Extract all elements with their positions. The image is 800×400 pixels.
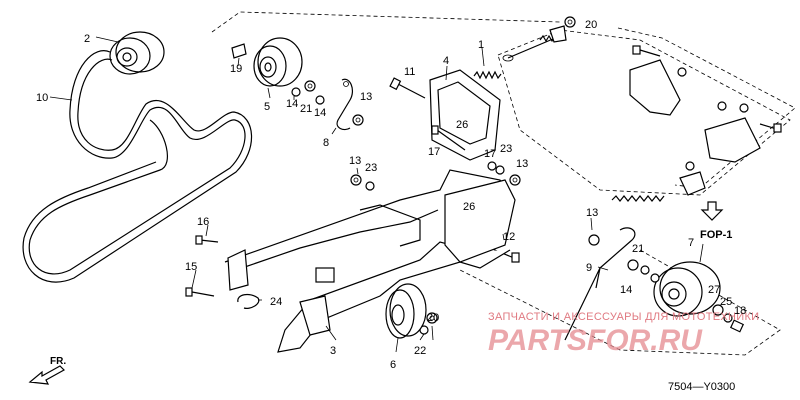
callout-9: 9 (586, 262, 592, 274)
drive-pulley (653, 261, 721, 317)
callout-23b: 23 (500, 143, 512, 155)
front-arrow (28, 365, 65, 385)
callout-21b: 21 (632, 243, 644, 255)
fop-bracket-1 (629, 59, 681, 116)
callout-12: 12 (503, 231, 515, 243)
callout-1: 1 (478, 39, 484, 51)
callout-10: 10 (36, 92, 48, 104)
callout-20b: 20 (427, 312, 439, 324)
callout-26a: 26 (456, 119, 468, 131)
callout-14b: 14 (314, 107, 326, 119)
callout-17b: 17 (484, 148, 496, 160)
callout-14a: 14 (286, 98, 298, 110)
callout-26b: 26 (463, 201, 475, 213)
callout-18: 18 (734, 305, 746, 317)
tension-spring (473, 70, 502, 80)
callout-21a: 21 (300, 103, 312, 115)
idler-arm (336, 78, 354, 131)
leader-lines (49, 36, 704, 353)
fop-label: FOP-1 (700, 229, 732, 241)
callout-8: 8 (323, 137, 329, 149)
assembly-boundary (211, 11, 796, 356)
watermark-logo: PARTSFOR.RU (488, 324, 703, 357)
pulley-hardware (588, 234, 745, 333)
control-rod (564, 227, 636, 341)
callout-5: 5 (264, 101, 270, 113)
idler-pulley (109, 31, 165, 75)
roller-wheel (385, 283, 427, 339)
watermark-tagline: ЗАПЧАСТИ И АКСЕССУАРЫ ДЛЯ МОТОТЕХНИКИ (488, 311, 759, 323)
callout-14c: 14 (620, 284, 632, 296)
callout-13c: 13 (516, 158, 528, 170)
callout-15: 15 (185, 261, 197, 273)
callout-22: 22 (414, 345, 426, 357)
callout-19: 19 (230, 63, 242, 75)
callout-16: 16 (197, 216, 209, 228)
callout-25: 25 (720, 296, 732, 308)
callout-20a: 20 (585, 19, 597, 31)
callout-24: 24 (270, 296, 282, 308)
fop-spring (611, 195, 665, 202)
callout-3: 3 (330, 345, 336, 357)
bracket (429, 69, 501, 161)
bolt-long (389, 77, 426, 99)
callout-13b: 13 (349, 155, 361, 167)
tension-pulley (253, 37, 303, 87)
callout-labels: 1 2 3 4 5 6 7 8 9 10 11 12 13 13 13 13 1… (36, 19, 746, 371)
part-code: 7504—Y0300 (668, 381, 735, 393)
callout-13a: 13 (360, 91, 372, 103)
callout-7: 7 (688, 237, 694, 249)
callout-23a: 23 (365, 162, 377, 174)
fop-spring-rod (502, 25, 567, 62)
fop-boundary (497, 29, 791, 196)
drive-belt (22, 50, 253, 283)
callout-6: 6 (390, 359, 396, 371)
callout-11: 11 (404, 66, 415, 78)
fop-bracket-2 (704, 117, 761, 163)
callout-4: 4 (443, 55, 449, 67)
cap-part (231, 43, 247, 59)
fop-plate (679, 171, 706, 196)
callout-17a: 17 (428, 146, 440, 158)
cable-clip (237, 293, 260, 309)
front-label: FR. (50, 356, 66, 367)
small-hardware-group (291, 16, 576, 335)
fop-arrow (700, 201, 724, 221)
callout-27: 27 (708, 284, 720, 296)
callout-2: 2 (84, 33, 90, 45)
main-frame (224, 169, 516, 353)
callout-13d: 13 (586, 207, 598, 219)
